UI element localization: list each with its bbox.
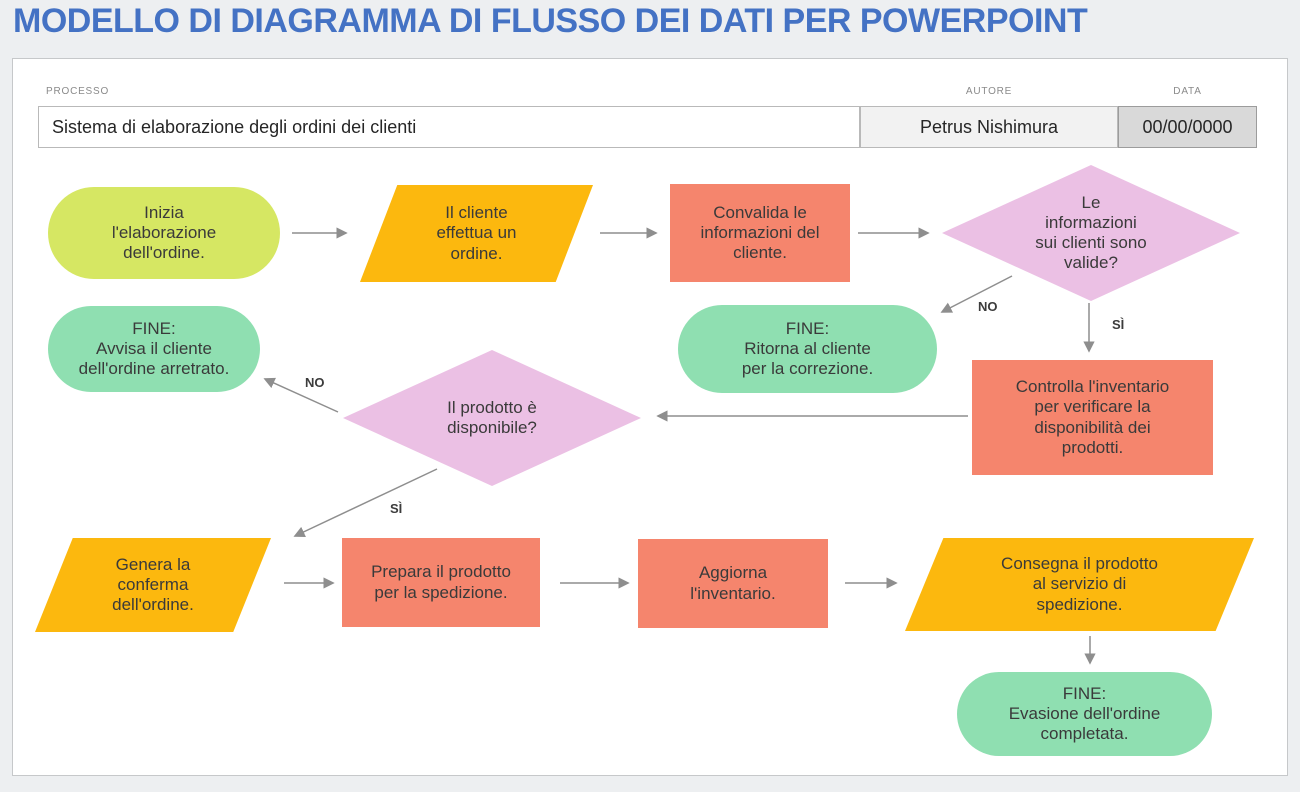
page-title: MODELLO DI DIAGRAMMA DI FLUSSO DEI DATI … xyxy=(13,2,1088,40)
author-label: AUTORE xyxy=(965,86,1013,97)
flow-node-check-inventory[interactable]: Controlla l'inventario per verificare la… xyxy=(972,360,1213,475)
flow-node-customer-order[interactable]: Il cliente effettua un ordine. xyxy=(360,185,593,282)
flow-node-start[interactable]: Inizia l'elaborazione dell'ordine. xyxy=(48,187,280,279)
flow-node-end-complete[interactable]: FINE: Evasione dell'ordine completata. xyxy=(957,672,1212,756)
flow-node-validate-info[interactable]: Convalida le informazioni del cliente. xyxy=(670,184,850,282)
date-field[interactable]: 00/00/0000 xyxy=(1118,106,1257,148)
date-label: DATA xyxy=(1173,86,1202,97)
process-field[interactable]: Sistema di elaborazione degli ordini dei… xyxy=(38,106,860,148)
edge-label-yes-2: SÌ xyxy=(390,501,403,516)
process-label: PROCESSO xyxy=(46,86,110,97)
flow-node-update-inventory[interactable]: Aggiorna l'inventario. xyxy=(638,539,828,628)
edge-label-no-2: NO xyxy=(305,375,325,390)
edge-label-yes-1: SÌ xyxy=(1112,317,1125,332)
flow-node-generate-confirmation[interactable]: Genera la conferma dell'ordine. xyxy=(35,538,271,632)
flow-node-prepare-shipping[interactable]: Prepara il prodotto per la spedizione. xyxy=(342,538,540,627)
flow-node-deliver-shipping[interactable]: Consegna il prodotto al servizio di sped… xyxy=(905,538,1254,631)
edge-label-no-1: NO xyxy=(978,299,998,314)
author-field[interactable]: Petrus Nishimura xyxy=(860,106,1118,148)
flow-node-end-backorder[interactable]: FINE: Avvisa il cliente dell'ordine arre… xyxy=(48,306,260,392)
flow-node-end-correction[interactable]: FINE: Ritorna al cliente per la correzio… xyxy=(678,305,937,393)
